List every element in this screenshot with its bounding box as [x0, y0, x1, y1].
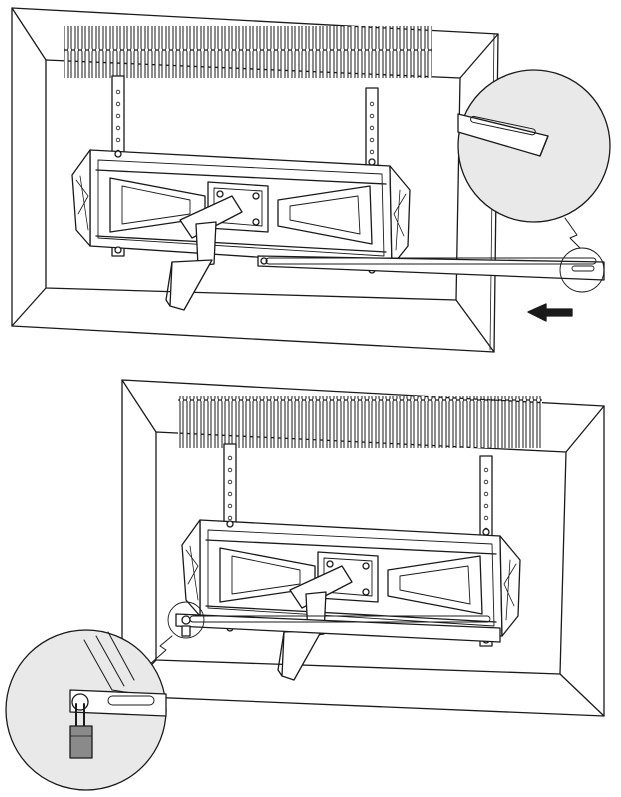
vent-grille-2 [178, 396, 542, 448]
vent-grille-1 [64, 26, 432, 78]
padlock-icon [69, 703, 93, 759]
detail-marker-2 [167, 601, 205, 639]
callout-leader-2 [149, 635, 173, 665]
padlock-closeup [5, 629, 167, 791]
callout-leader-1 [564, 217, 581, 249]
detail-marker-1 [559, 247, 605, 293]
panel-1 [11, 7, 611, 353]
mount-plate-1 [71, 149, 411, 311]
arrow-left-icon [527, 303, 573, 322]
lock-bar-1 [257, 255, 605, 281]
panel-2 [5, 379, 605, 791]
padlock-small [181, 615, 191, 637]
lock-bar-slot-closeup [457, 69, 611, 223]
